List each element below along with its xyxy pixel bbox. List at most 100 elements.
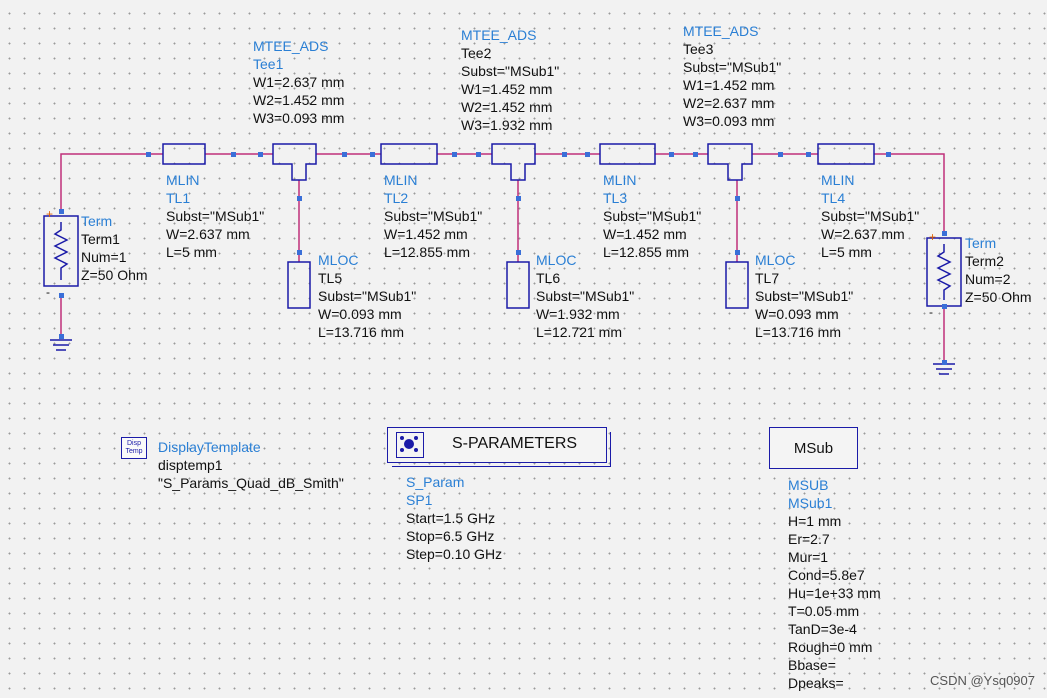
tee2-label[interactable]: MTEE_ADS Tee2 Subst="MSub1" W1=1.452 mm … bbox=[461, 26, 559, 134]
tl3-param: Subst="MSub1" bbox=[603, 208, 702, 224]
term1-param: Z=50 Ohm bbox=[81, 267, 148, 283]
tl2-param: Subst="MSub1" bbox=[384, 208, 483, 224]
term2-param: Num=2 bbox=[965, 271, 1011, 287]
tl2-body[interactable] bbox=[380, 143, 438, 165]
tl3-model: MLIN bbox=[603, 172, 637, 188]
msub-param: H=1 mm bbox=[788, 513, 842, 529]
msub-param: Er=2.7 bbox=[788, 531, 830, 547]
tl1-param: Subst="MSub1" bbox=[166, 208, 265, 224]
wires bbox=[60, 153, 945, 362]
tl7-body[interactable] bbox=[725, 261, 749, 309]
wire bbox=[60, 153, 163, 212]
tl7-model: MLOC bbox=[755, 252, 796, 268]
term1-label[interactable]: Term Term1 Num=1 Z=50 Ohm bbox=[81, 212, 148, 284]
tee3-param: W3=0.093 mm bbox=[683, 113, 775, 129]
term1-resistor-icon bbox=[53, 222, 69, 280]
term1-param: Num=1 bbox=[81, 249, 127, 265]
sparam-name: SP1 bbox=[406, 492, 433, 508]
tee3-param: Subst="MSub1" bbox=[683, 59, 782, 75]
msub-param: Cond=5.8e7 bbox=[788, 567, 865, 583]
tl6-label[interactable]: MLOC TL6 Subst="MSub1" W=1.932 mm L=12.7… bbox=[536, 251, 634, 341]
tee2-name: Tee2 bbox=[461, 45, 492, 61]
tl2-label[interactable]: MLIN TL2 Subst="MSub1" W=1.452 mm L=12.8… bbox=[384, 171, 482, 261]
term2-param: Z=50 Ohm bbox=[965, 289, 1032, 305]
tl5-model: MLOC bbox=[318, 252, 359, 268]
msub-box-label: MSub bbox=[793, 440, 834, 457]
term1-plus-label: + bbox=[46, 207, 54, 221]
sparam-box-label: S-PARAMETERS bbox=[452, 435, 578, 452]
tl1-body[interactable] bbox=[162, 143, 206, 165]
display-template-icon[interactable]: Disp Temp bbox=[121, 437, 147, 459]
tee1-label[interactable]: MTEE_ADS Tee1 W1=2.637 mm W2=1.452 mm W3… bbox=[253, 37, 344, 127]
tee1-body[interactable] bbox=[272, 143, 317, 181]
tl3-label[interactable]: MLIN TL3 Subst="MSub1" W=1.452 mm L=12.8… bbox=[603, 171, 701, 261]
tee2-param: W2=1.452 mm bbox=[461, 99, 553, 115]
term2-model: Term bbox=[965, 235, 997, 251]
tee1-param: W1=2.637 mm bbox=[253, 74, 345, 90]
tl4-param: W=2.637 mm bbox=[821, 226, 905, 242]
tee2-param: W3=1.932 mm bbox=[461, 117, 553, 133]
tl5-body[interactable] bbox=[287, 261, 311, 309]
tl3-body[interactable] bbox=[599, 143, 656, 165]
msub-controller[interactable]: MSub bbox=[769, 427, 858, 469]
tee2-body[interactable] bbox=[491, 143, 536, 181]
display-template-param: "S_Params_Quad_dB_Smith" bbox=[158, 475, 344, 491]
term2-name: Term2 bbox=[965, 253, 1004, 269]
msub-param: Dpeaks= bbox=[788, 675, 844, 691]
term2-label[interactable]: Term Term2 Num=2 Z=50 Ohm bbox=[965, 234, 1032, 306]
msub-name: MSub1 bbox=[788, 495, 833, 511]
tl2-name: TL2 bbox=[384, 190, 409, 206]
msub-param: Mur=1 bbox=[788, 549, 829, 565]
sparam-param: Start=1.5 GHz bbox=[406, 510, 496, 526]
msub-param: T=0.05 mm bbox=[788, 603, 860, 619]
tl7-param: Subst="MSub1" bbox=[755, 288, 854, 304]
sparam-network-icon bbox=[396, 432, 424, 458]
tl5-name: TL5 bbox=[318, 270, 343, 286]
tl5-param: Subst="MSub1" bbox=[318, 288, 417, 304]
tl1-param: L=5 mm bbox=[166, 244, 217, 260]
tl3-param: L=12.855 mm bbox=[603, 244, 689, 260]
tee2-param: W1=1.452 mm bbox=[461, 81, 553, 97]
tl5-param: W=0.093 mm bbox=[318, 306, 402, 322]
sparam-model: S_Param bbox=[406, 474, 465, 490]
tl2-param: W=1.452 mm bbox=[384, 226, 468, 242]
tee1-name: Tee1 bbox=[253, 56, 284, 72]
msub-label[interactable]: MSUB MSub1 H=1 mm Er=2.7 Mur=1 Cond=5.8e… bbox=[788, 476, 881, 692]
tl7-label[interactable]: MLOC TL7 Subst="MSub1" W=0.093 mm L=13.7… bbox=[755, 251, 853, 341]
tee3-body[interactable] bbox=[707, 143, 753, 181]
tl6-param: Subst="MSub1" bbox=[536, 288, 635, 304]
tl5-param: L=13.716 mm bbox=[318, 324, 404, 340]
tl2-param: L=12.855 mm bbox=[384, 244, 470, 260]
tl7-param: L=13.716 mm bbox=[755, 324, 841, 340]
wire bbox=[874, 153, 945, 233]
msub-model: MSUB bbox=[788, 477, 829, 493]
ground-icon bbox=[933, 363, 955, 375]
display-template-name: disptemp1 bbox=[158, 457, 223, 473]
tee2-param: Subst="MSub1" bbox=[461, 63, 560, 79]
tee3-label[interactable]: MTEE_ADS Tee3 Subst="MSub1" W1=1.452 mm … bbox=[683, 22, 781, 130]
tl5-label[interactable]: MLOC TL5 Subst="MSub1" W=0.093 mm L=13.7… bbox=[318, 251, 416, 341]
s-parameters-controller[interactable]: S-PARAMETERS bbox=[387, 427, 611, 467]
tl6-body[interactable] bbox=[506, 261, 530, 309]
display-template-label[interactable]: DisplayTemplate disptemp1 "S_Params_Quad… bbox=[158, 438, 344, 492]
tee3-name: Tee3 bbox=[683, 41, 714, 57]
tee1-model: MTEE_ADS bbox=[253, 38, 329, 54]
tl4-body[interactable] bbox=[817, 143, 875, 165]
tl7-param: W=0.093 mm bbox=[755, 306, 839, 322]
tl2-model: MLIN bbox=[384, 172, 418, 188]
ground-icon bbox=[50, 339, 72, 351]
display-template-icon-text: Disp Temp bbox=[125, 440, 143, 455]
msub-param: Rough=0 mm bbox=[788, 639, 873, 655]
term2-plus-label: + bbox=[929, 230, 937, 244]
tl4-label[interactable]: MLIN TL4 Subst="MSub1" W=2.637 mm L=5 mm bbox=[821, 171, 919, 261]
tl7-name: TL7 bbox=[755, 270, 780, 286]
tl1-label[interactable]: MLIN TL1 Subst="MSub1" W=2.637 mm L=5 mm bbox=[166, 171, 264, 261]
term1-body[interactable] bbox=[43, 215, 79, 287]
tl1-name: TL1 bbox=[166, 190, 191, 206]
tl4-param: L=5 mm bbox=[821, 244, 872, 260]
tl3-param: W=1.452 mm bbox=[603, 226, 687, 242]
tee1-param: W2=1.452 mm bbox=[253, 92, 345, 108]
sparam-label[interactable]: S_Param SP1 Start=1.5 GHz Stop=6.5 GHz S… bbox=[406, 473, 502, 563]
msub-param: Hu=1e+33 mm bbox=[788, 585, 881, 601]
